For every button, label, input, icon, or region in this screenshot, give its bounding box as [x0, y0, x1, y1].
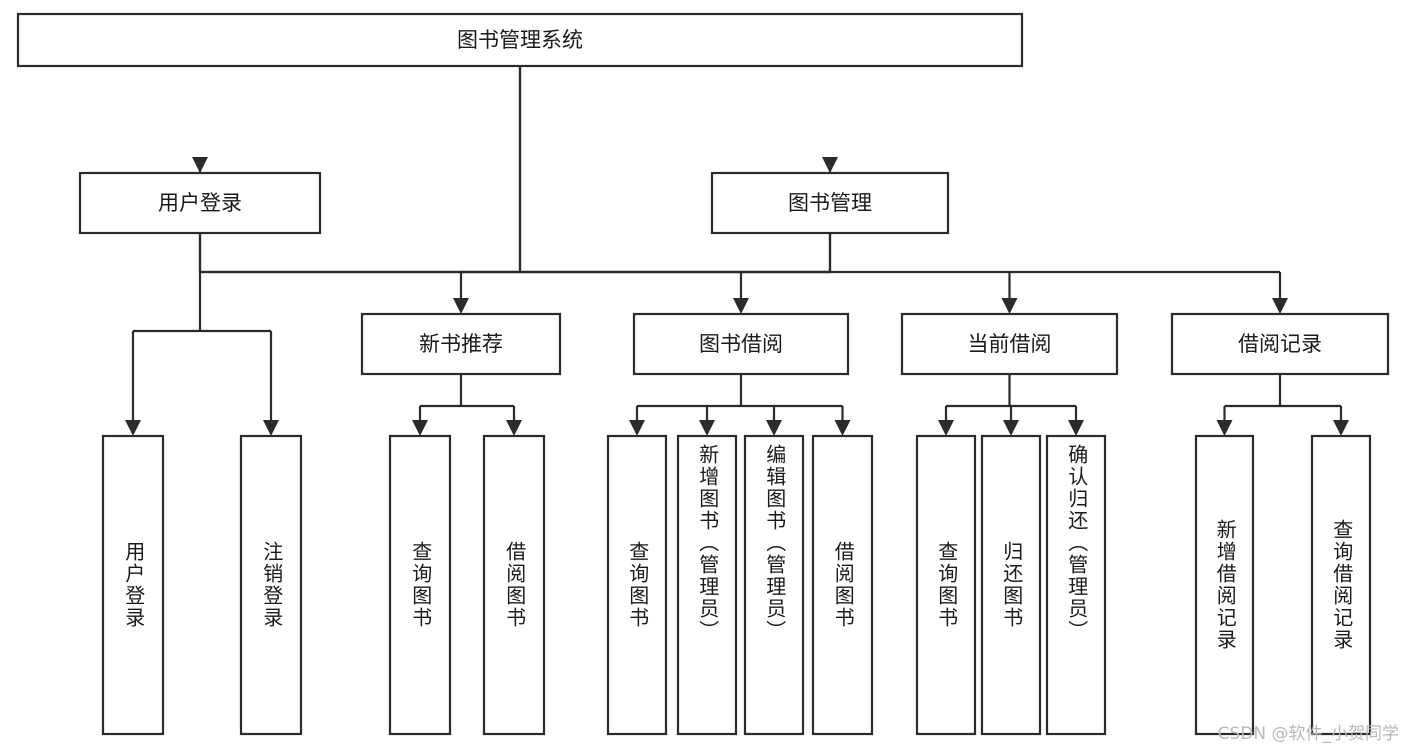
arrow-head-icon [1068, 420, 1084, 436]
arrow-head-icon [125, 420, 141, 436]
arrow-head-icon [1272, 298, 1288, 314]
arrow-head-icon [1216, 420, 1233, 436]
arrow-head-icon [412, 420, 428, 436]
node-leaf-7[interactable] [811, 434, 874, 736]
node-level3-label-0: 新书推荐 [419, 332, 503, 356]
node-level3-0[interactable] [360, 312, 562, 376]
arrow-head-icon [1001, 298, 1018, 314]
node-root-label: 图书管理系统 [457, 28, 583, 52]
arrow-head-icon [192, 157, 208, 173]
arrow-head-icon [733, 298, 749, 314]
node-leaf-8[interactable] [915, 434, 977, 736]
arrow-head-icon [1003, 420, 1019, 436]
arrow-head-icon [629, 420, 645, 436]
node-level3-2[interactable] [900, 312, 1119, 376]
connectors-root-to-level2 [200, 66, 830, 274]
node-level2-1[interactable] [710, 171, 950, 235]
node-level3-label-3: 借阅记录 [1238, 332, 1322, 356]
arrow-head-icon [453, 298, 469, 314]
arrow-head-icon [506, 420, 522, 436]
node-leaf-10[interactable] [1045, 434, 1107, 736]
node-level2-label-0: 用户登录 [158, 191, 242, 215]
node-level3-3[interactable] [1170, 312, 1390, 376]
node-root[interactable] [16, 12, 1024, 68]
node-level2-label-1: 图书管理 [788, 191, 872, 215]
node-leaf-3[interactable] [482, 434, 546, 736]
node-level3-label-2: 当前借阅 [968, 332, 1052, 356]
arrow-head-icon [822, 157, 838, 173]
node-level3-1[interactable] [632, 312, 850, 376]
node-level2-0[interactable] [78, 171, 322, 235]
arrow-head-icon [699, 420, 715, 436]
node-leaf-0[interactable] [101, 434, 165, 736]
generated-connectors [125, 66, 1349, 436]
node-leaf-2[interactable] [388, 434, 452, 736]
node-level3-label-1: 图书借阅 [699, 332, 783, 356]
csdn-watermark: CSDN @软件_小贺同学 [1217, 724, 1399, 744]
node-leaf-11[interactable] [1194, 434, 1255, 736]
arrow-head-icon [938, 420, 954, 436]
node-leaf-5[interactable] [676, 434, 738, 736]
arrow-head-icon [1333, 420, 1349, 436]
arrow-head-icon [834, 420, 851, 436]
node-leaf-1[interactable] [239, 434, 303, 736]
node-leaf-4[interactable] [606, 434, 668, 736]
node-leaf-12[interactable] [1310, 434, 1372, 736]
node-leaf-6[interactable] [743, 434, 805, 736]
arrow-head-icon [766, 420, 782, 436]
arrow-head-icon [263, 420, 279, 436]
node-leaf-9[interactable] [980, 434, 1042, 736]
